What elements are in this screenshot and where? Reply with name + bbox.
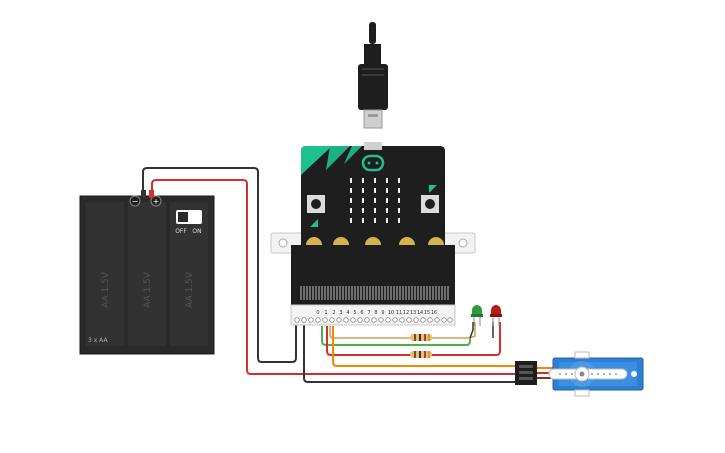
- pin-holes[interactable]: [294, 317, 453, 323]
- pin-label: 2: [332, 310, 335, 316]
- resistor-1[interactable]: [410, 334, 432, 341]
- wire-battery-positive: [151, 179, 518, 375]
- button-a[interactable]: [307, 195, 325, 213]
- battery-plus-sign: +: [153, 197, 160, 206]
- microbit-logo-icon: [361, 154, 385, 172]
- wire-led-cathode-1: [469, 322, 474, 339]
- button-a-marker-icon: [310, 219, 318, 227]
- pin-label: 3: [339, 310, 342, 316]
- wire-green-led: [321, 326, 471, 346]
- wire-ground-servo: [303, 318, 518, 383]
- servo-connector[interactable]: [515, 361, 537, 385]
- battery-minus-sign: −: [132, 197, 139, 206]
- battery-cell-label: AA 1.5V: [101, 271, 111, 308]
- battery-pack: AA 1.5V AA 1.5V AA 1.5V − + OFF ON 3 x A…: [79, 190, 215, 355]
- pin-label: 8: [374, 310, 377, 316]
- wire-servo-signal: [332, 326, 518, 367]
- battery-cell-label: AA 1.5V: [143, 271, 153, 308]
- led-green[interactable]: [471, 305, 483, 326]
- pin-label: 9: [381, 310, 384, 316]
- pin-label: 14: [417, 310, 423, 316]
- servo-motor[interactable]: [548, 351, 644, 397]
- battery-negative-terminal[interactable]: [129, 195, 141, 207]
- pin-label: 10: [388, 310, 394, 316]
- button-b[interactable]: [421, 195, 439, 213]
- battery-positive-terminal[interactable]: [150, 195, 162, 207]
- pin-label: 0: [316, 310, 319, 316]
- pin-label: 6: [360, 310, 363, 316]
- pin-label: 7: [367, 310, 370, 316]
- switch-off-label: OFF: [175, 228, 187, 235]
- pin-label: 4: [346, 310, 349, 316]
- resistor-2[interactable]: [410, 351, 432, 358]
- pin-label: 5: [353, 310, 356, 316]
- usb-cable: [358, 22, 388, 129]
- microbit-board: 0 1 2 3 4 5 6 7 8 9 10 11 12 13 14 15 16: [270, 142, 476, 326]
- edge-connector-fingers: [300, 286, 449, 300]
- pin-label: 12: [403, 310, 409, 316]
- switch-on-label: ON: [192, 228, 201, 235]
- led-red[interactable]: [490, 305, 502, 326]
- wire-battery-negative: [142, 167, 297, 363]
- pin-label: 16: [431, 310, 437, 316]
- pin-label: 1: [324, 310, 327, 316]
- pin-label: 13: [410, 310, 416, 316]
- pin-labels: 0 1 2 3 4 5 6 7 8 9 10 11 12 13 14 15 16: [316, 310, 437, 316]
- edge-pads: [306, 237, 444, 245]
- battery-cell-label: AA 1.5V: [185, 271, 195, 308]
- pin-label: 15: [424, 310, 430, 316]
- battery-capacity-label: 3 x AA: [88, 337, 108, 344]
- led-matrix: [350, 178, 400, 223]
- button-b-marker-icon: [429, 185, 437, 193]
- pin-label: 11: [396, 310, 402, 316]
